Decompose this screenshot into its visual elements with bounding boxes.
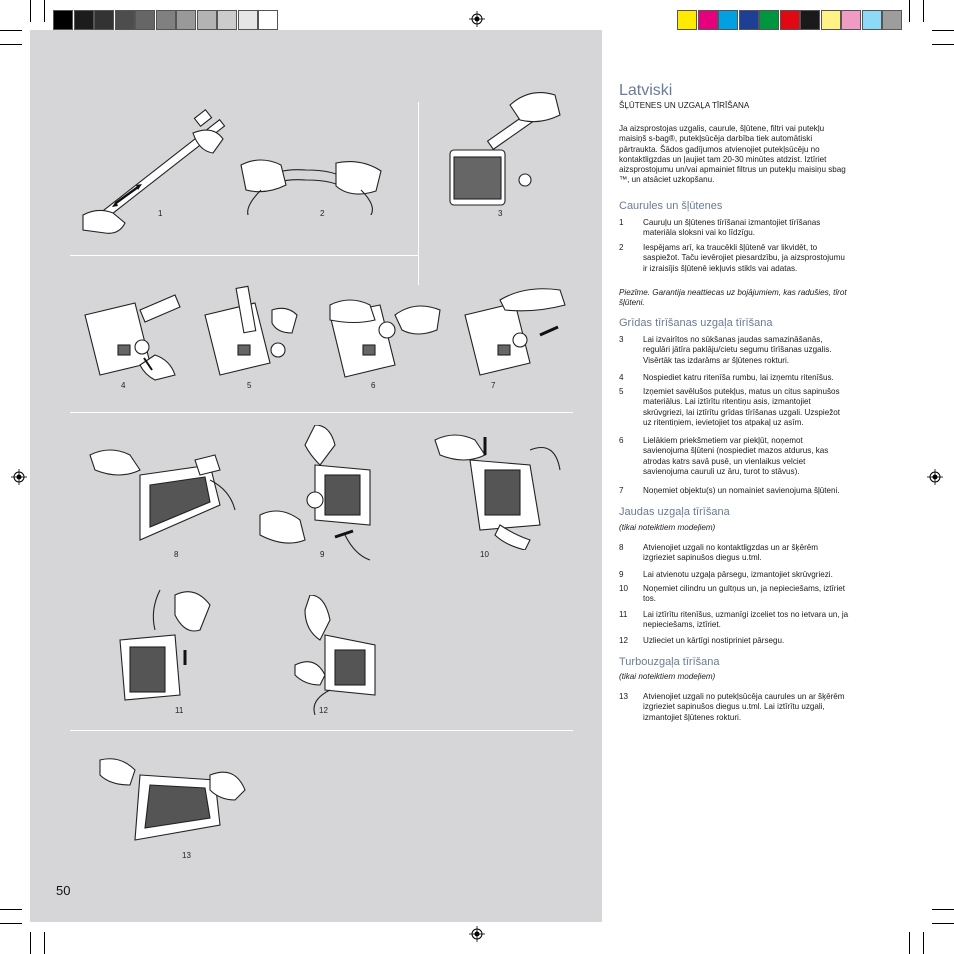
figure-number: 4	[121, 381, 126, 390]
step-text: Noņemiet cilindru un gultņus un, ja nepi…	[643, 584, 845, 604]
figure-number: 8	[174, 550, 179, 559]
figure-2-illustration	[240, 159, 382, 215]
figure-number: 7	[491, 381, 496, 390]
step-text: Lai iztīrītu ritenīšus, uzmanīgi izcelie…	[643, 610, 849, 630]
section-heading-parquet: Jaudas uzgaļa tīrīšana	[619, 506, 730, 518]
section-heading-hose: Caurules un šļūtenes	[619, 200, 723, 212]
color-swatch	[237, 10, 258, 30]
step-number: 2	[619, 243, 624, 252]
step-text: Atvienojiet uzgali no putekļsūcēja cauru…	[643, 692, 845, 722]
color-swatch	[94, 10, 114, 30]
color-swatch	[217, 10, 237, 30]
color-swatch	[738, 10, 759, 30]
page-number: 50	[56, 883, 71, 898]
step-text: Atvienojiet uzgali no kontaktligzdas un …	[643, 543, 819, 563]
color-swatch	[697, 10, 718, 30]
color-swatch	[677, 10, 697, 30]
section-heading-floor: Grīdas tīrīšanas uzgaļa tīrīšana	[619, 317, 773, 329]
step-number: 13	[619, 692, 629, 701]
color-swatch	[155, 10, 176, 30]
figure-number: 3	[498, 209, 503, 218]
color-swatch	[759, 10, 779, 30]
registration-mark-icon	[927, 469, 943, 485]
figure-number: 13	[182, 851, 191, 860]
figure-8-illustration	[89, 449, 236, 541]
step-text: Uzlieciet un kārtīgi nostipriniet pārseg…	[643, 636, 785, 645]
step-number: 7	[619, 486, 624, 495]
turbo-subheading: (tikai noteiktiem modeļiem)	[619, 672, 716, 681]
color-swatch	[135, 10, 155, 30]
step-text: Nospiediet katru ritenīša rumbu, lai izņ…	[643, 373, 834, 382]
figure-3-illustration	[449, 92, 561, 206]
step-text: Lai izvairītos no sūkšanas jaudas samazi…	[643, 335, 832, 365]
color-swatch	[820, 10, 841, 30]
registration-mark-icon	[11, 469, 27, 485]
figure-number: 5	[247, 381, 252, 390]
step-text: Lielākiem priekšmetiem var piekļūt, noņe…	[643, 436, 829, 476]
step-number: 1	[619, 218, 624, 227]
intro-paragraph: Ja aizsprostojas uzgalis, caurule, šļūte…	[619, 124, 846, 185]
page-title: Latviski	[619, 82, 673, 99]
step-text: Noņemiet objektu(s) un nomainiet savieno…	[643, 486, 840, 495]
step-number: 8	[619, 543, 624, 552]
figure-9-illustration	[259, 425, 371, 561]
step-text: Cauruļu un šļūtenes tīrīšanai izmantojie…	[643, 218, 821, 238]
step-number: 11	[619, 610, 628, 619]
step-text: Lai atvienotu uzgaļa pārsegu, izmantojie…	[643, 570, 833, 579]
figure-10-illustration	[434, 434, 561, 550]
registration-mark-icon	[469, 926, 485, 942]
color-swatch	[73, 10, 94, 30]
color-swatch	[800, 10, 820, 30]
color-swatch	[196, 10, 217, 30]
step-number: 3	[619, 335, 624, 344]
color-swatch	[718, 10, 738, 30]
color-swatch	[176, 10, 196, 30]
figure-4-illustration	[84, 294, 181, 381]
step-number: 5	[619, 387, 624, 396]
figure-11-illustration	[119, 589, 211, 701]
color-swatch	[114, 10, 135, 30]
hose-note: Piezīme. Garantija neattiecas uz bojājum…	[619, 288, 847, 308]
step-number: 12	[619, 636, 629, 645]
figure-7-illustration	[464, 288, 566, 376]
step-number: 9	[619, 570, 624, 579]
registration-mark-icon	[469, 11, 485, 27]
page-subtitle: ŠĻŪTENES UN UZGAĻA TĪRĪŠANA	[619, 101, 750, 110]
figure-number: 12	[319, 706, 328, 715]
figure-12-illustration	[294, 595, 376, 715]
figure-number: 9	[320, 550, 325, 559]
step-number: 4	[619, 373, 624, 382]
color-swatch	[861, 10, 882, 30]
figure-1-illustration	[82, 108, 226, 234]
step-text: Izņemiet savēlušos putekļus, matus un ci…	[643, 387, 841, 427]
color-swatch	[779, 10, 800, 30]
step-text: Iespējams arī, ka traucēkli šļūtenē var …	[643, 243, 845, 273]
figure-13-illustration	[99, 758, 246, 841]
parquet-subheading: (tikai noteiktiem modeļiem)	[619, 523, 716, 532]
color-swatch	[53, 10, 73, 30]
figure-number: 1	[158, 209, 163, 218]
step-number: 10	[619, 584, 629, 593]
color-swatch	[258, 10, 278, 30]
color-swatch	[882, 10, 902, 30]
figure-5-illustration	[204, 285, 298, 376]
section-heading-turbo: Turbouzgaļa tīrīšana	[619, 656, 720, 668]
step-number: 6	[619, 436, 624, 445]
figure-6-illustration	[329, 299, 441, 378]
figure-number: 10	[480, 550, 489, 559]
figure-number: 11	[175, 706, 184, 715]
figure-number: 6	[371, 381, 376, 390]
figure-number: 2	[320, 209, 325, 218]
color-swatch	[841, 10, 861, 30]
